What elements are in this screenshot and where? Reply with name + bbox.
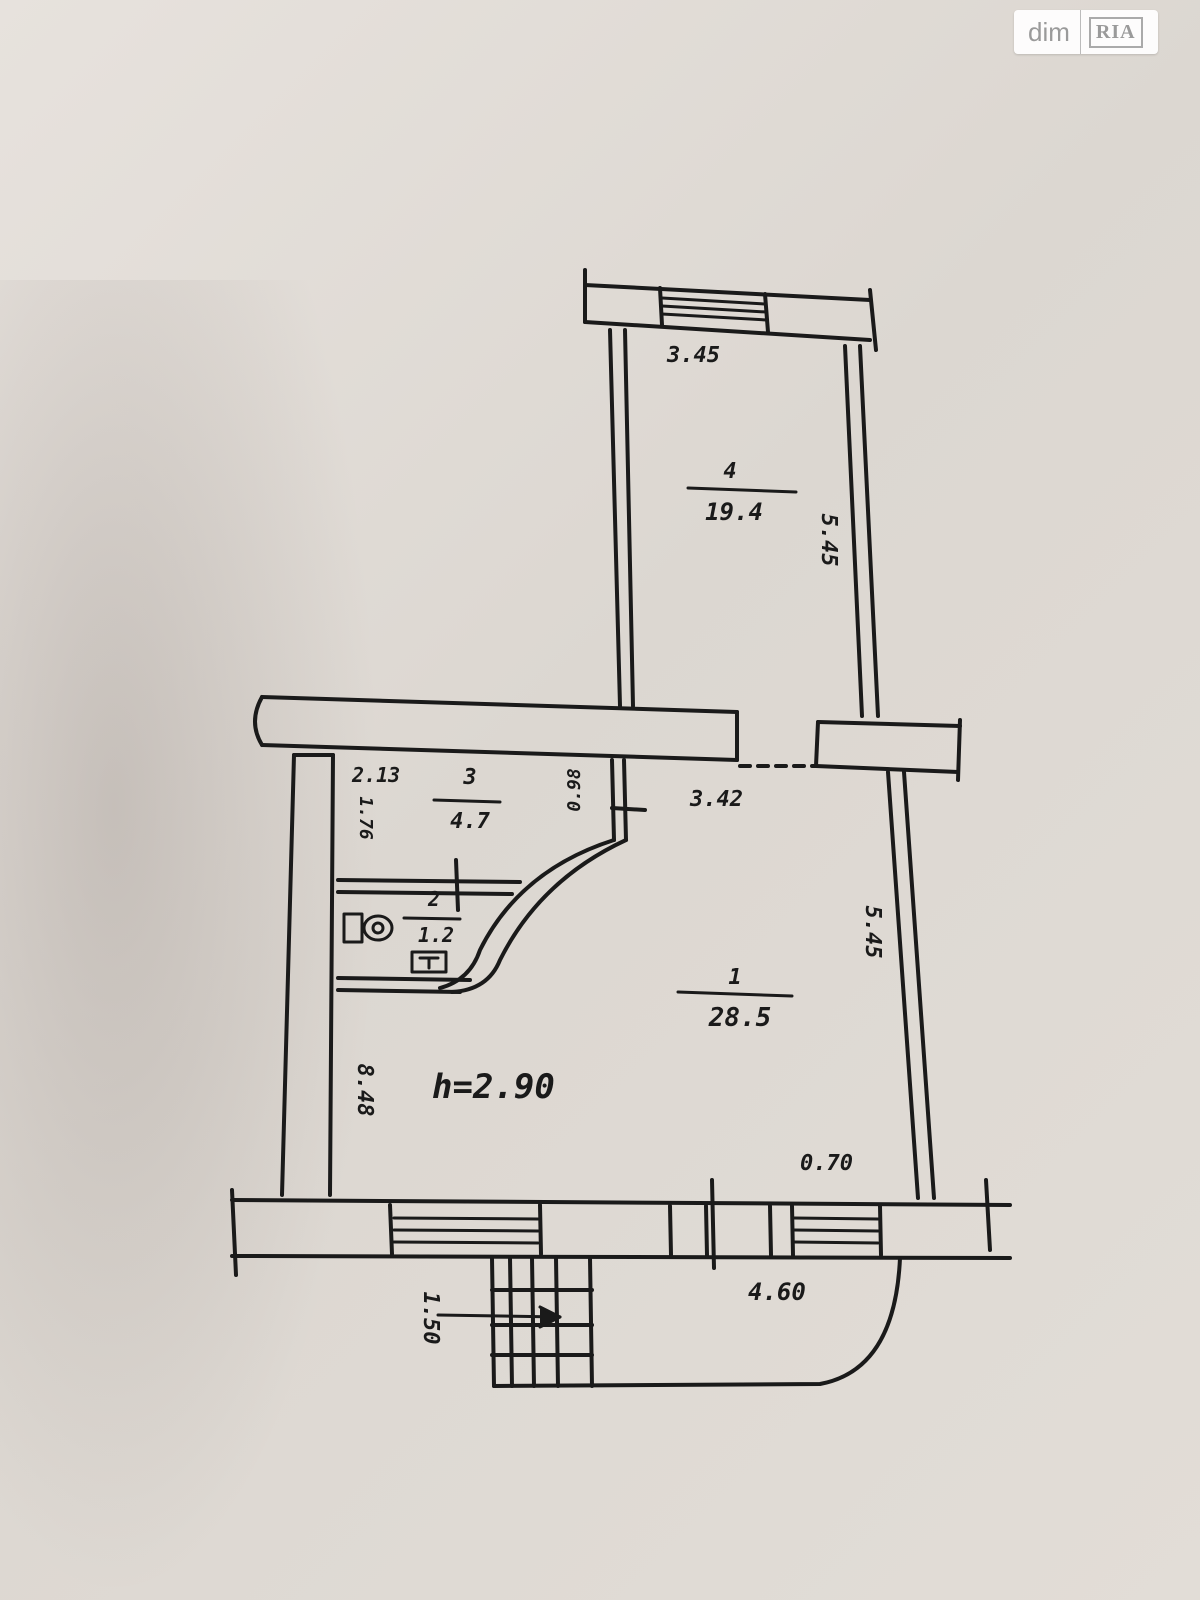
room4-side-walls [608,328,880,718]
toilet-icon [342,912,394,944]
dim-room4-length: 5.45 [816,514,841,567]
room4-area: 19.4 [705,498,763,526]
dimria-watermark: dim RIA [1014,10,1158,54]
dim-room3-height: 1.76 [355,796,376,840]
stairs-arrow-icon [436,1305,562,1329]
room2-number: 2 [427,887,440,911]
dim-front-width: 4.60 [748,1278,806,1306]
dim-porch-depth: 1.50 [418,1292,443,1345]
room1-number: 1 [728,965,741,990]
dim-room1-width: 3.42 [689,787,743,812]
labels: 3.45 4 19.4 5.45 2.13 3 4.7 1.76 0.98 2 … [351,343,885,1344]
room2-area: 1.2 [418,923,454,947]
room4-number: 4 [723,459,736,484]
dim-room1-length: 5.45 [860,906,885,959]
dim-corner: 0.70 [800,1151,853,1176]
dim-room4-width: 3.45 [666,343,720,368]
left-outer-wall [280,753,335,1197]
dim-room3-door: 0.98 [564,768,585,811]
area-fraction-lines [402,486,798,998]
watermark-ria: RIA [1088,16,1143,48]
room1-area: 28.5 [708,1003,772,1033]
room3-number: 3 [462,765,476,790]
ceiling-height: h=2.90 [432,1067,555,1107]
sink-icon [410,950,448,974]
room4-top-window [660,296,769,322]
bottom-wall [230,1178,1012,1277]
room3-area: 4.7 [450,809,490,834]
bathroom-partitions [336,758,647,994]
watermark-dim: dim [1014,10,1081,54]
dim-room3-width: 2.13 [351,763,400,787]
bottom-windows [392,1216,880,1245]
right-outer-wall [886,770,936,1200]
central-wall [253,695,962,782]
dim-left-wall: 8.48 [352,1064,377,1117]
